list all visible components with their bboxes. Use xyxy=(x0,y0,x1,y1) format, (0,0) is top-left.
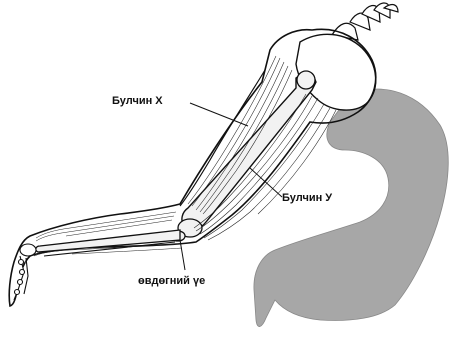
muscle-y-fibres xyxy=(194,94,336,240)
spine-vertebrae xyxy=(332,3,398,40)
femoral-head xyxy=(297,71,315,89)
label-muscle-x: Булчин X xyxy=(112,95,163,107)
label-knee-joint: өвдөгний үе xyxy=(138,275,205,287)
label-muscle-y: Булчин У xyxy=(282,192,332,204)
muscle-x-leader-line xyxy=(190,103,248,126)
knee-joint-leader-line xyxy=(180,240,185,270)
